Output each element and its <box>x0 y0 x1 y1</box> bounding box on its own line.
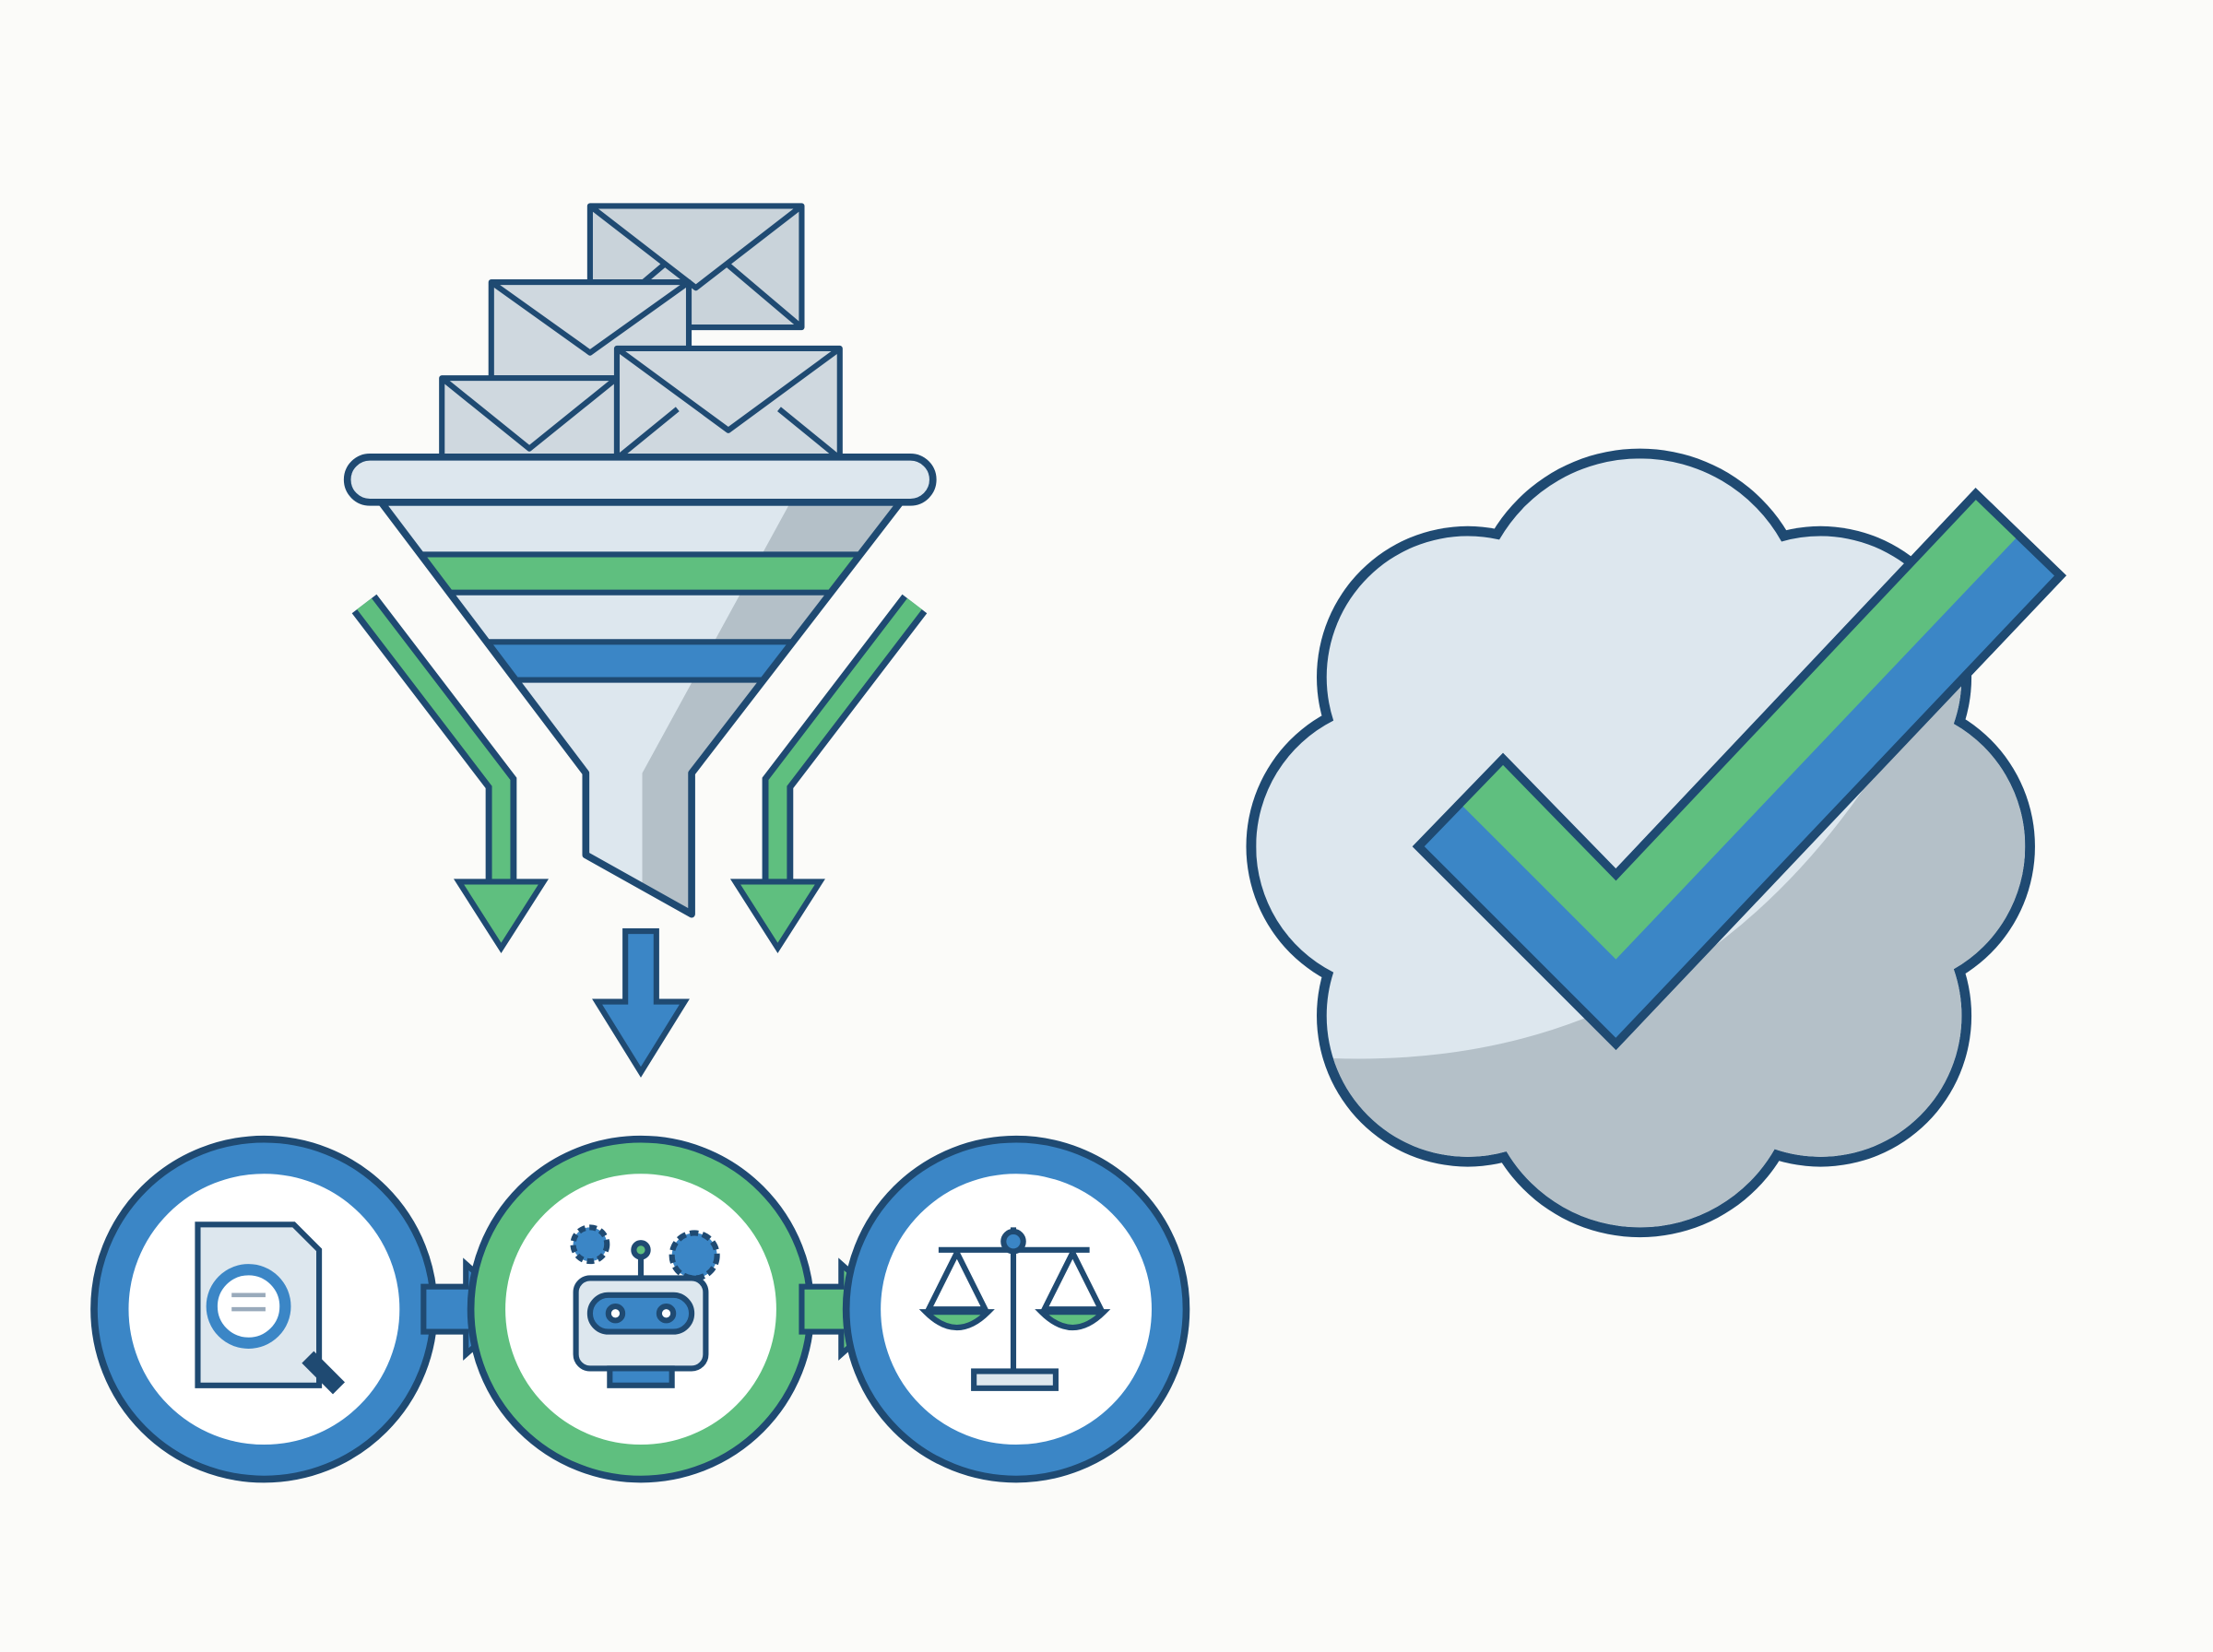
arrow-down-icon <box>351 594 549 954</box>
robot-gears-icon <box>570 1224 720 1388</box>
envelope-icon <box>613 345 843 462</box>
funnel-green-band <box>381 554 901 593</box>
document-search-icon <box>195 1221 346 1395</box>
cloud-checkmark-icon <box>1246 448 2066 1238</box>
envelope-icon <box>439 375 621 462</box>
step-balance-evaluation <box>842 1135 1190 1483</box>
arrow-down-icon <box>729 594 928 954</box>
step-document-search <box>90 1135 438 1483</box>
checkmark-icon <box>1412 488 2066 1051</box>
step-robot-processing <box>467 1135 815 1483</box>
arrow-down-icon <box>592 927 690 1078</box>
balance-scale-icon <box>918 1227 1111 1391</box>
